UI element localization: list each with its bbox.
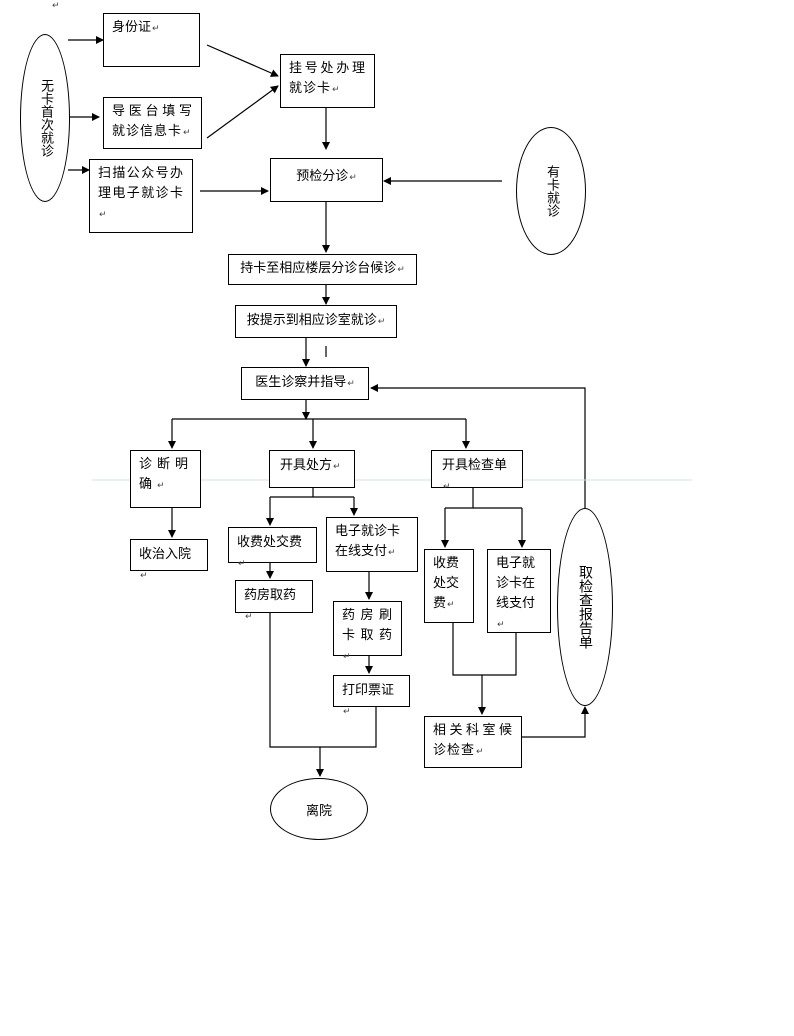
go-room-box[interactable]: 按提示到相应诊室就诊↵ <box>235 305 397 338</box>
pay-online-ex-box[interactable]: 电子就诊卡在线支付 ↵ <box>487 549 551 633</box>
para-mark: ↵ <box>349 173 357 183</box>
admission-box[interactable]: 收治入院 ↵ <box>130 539 208 581</box>
pharmacy-rx-label: 药房取药 <box>244 588 297 603</box>
para-mark: ↵ <box>99 210 108 220</box>
para-mark: ↵ <box>343 707 351 717</box>
prescription-box[interactable]: 开具处方↵ <box>269 450 355 488</box>
para-mark: ↵ <box>397 265 405 275</box>
para-mark: ↵ <box>140 571 148 581</box>
has-card-ellipse[interactable]: 有卡就诊 <box>516 127 586 255</box>
arrow-report-doctor <box>370 384 586 508</box>
pay-cashier-rx-label: 收费处交费 <box>237 535 303 550</box>
top-para-mark: ↵ <box>52 1 60 11</box>
id-card-box[interactable]: 身份证↵ <box>103 13 200 67</box>
register-label: 挂号处办理就诊卡 <box>289 61 366 96</box>
go-floor-label: 持卡至相应楼层分诊台候诊 <box>240 261 397 276</box>
para-mark: ↵ <box>183 128 192 138</box>
para-mark: ↵ <box>157 481 169 491</box>
get-report-label: 取检查报告单 <box>577 565 593 649</box>
pharmacy-card-box[interactable]: 药房刷卡取药 ↵ <box>333 601 402 662</box>
para-mark: ↵ <box>152 24 160 34</box>
prescription-label: 开具处方 <box>280 458 333 473</box>
para-mark: ↵ <box>332 85 341 95</box>
wait-exam-box[interactable]: 相关科室候诊检查↵ <box>424 716 522 768</box>
para-mark: ↵ <box>377 317 386 327</box>
para-mark: ↵ <box>333 462 341 472</box>
arrow-guide-register <box>206 85 279 139</box>
diagnosis-label: 诊断明确 <box>139 457 192 492</box>
go-room-label: 按提示到相应诊室就诊 <box>246 313 377 328</box>
pre-triage-box[interactable]: 预检分诊↵ <box>270 158 383 202</box>
print-receipt-box[interactable]: 打印票证 ↵ <box>333 675 410 717</box>
go-floor-box[interactable]: 持卡至相应楼层分诊台候诊↵ <box>228 254 417 285</box>
para-mark: ↵ <box>347 379 355 389</box>
get-report-ellipse[interactable]: 取检查报告单 <box>557 508 613 706</box>
pay-cashier-rx-box[interactable]: 收费处交费 ↵ <box>228 527 317 569</box>
leave-label: 离院 <box>305 803 332 819</box>
para-mark: ↵ <box>388 548 396 558</box>
guide-desk-box[interactable]: 导医台填写就诊信息卡↵ <box>103 97 202 149</box>
diagnosis-box[interactable]: 诊断明确↵ <box>130 450 201 508</box>
pre-triage-label: 预检分诊 <box>296 169 349 184</box>
para-mark: ↵ <box>476 747 485 757</box>
leave-ellipse[interactable]: 离院 <box>270 778 368 840</box>
pay-online-rx-box[interactable]: 电子就诊卡在线支付↵ <box>326 517 418 572</box>
no-card-ellipse[interactable]: 无卡首次就诊 <box>20 34 70 202</box>
para-mark: ↵ <box>245 612 253 622</box>
pharmacy-card-label: 药房刷卡取药 <box>342 608 393 643</box>
no-card-label: 无卡首次就诊 <box>38 79 53 157</box>
doctor-box[interactable]: 医生诊察并指导↵ <box>241 367 369 400</box>
pay-online-rx-label: 电子就诊卡在线支付 <box>335 524 401 559</box>
pharmacy-rx-box[interactable]: 药房取药 ↵ <box>235 580 313 622</box>
pay-online-ex-label: 电子就诊卡在线支付 <box>496 556 536 611</box>
guide-desk-label: 导医台填写就诊信息卡 <box>112 104 193 139</box>
para-mark: ↵ <box>497 620 505 630</box>
pay-cashier-ex-label: 收费处交费 <box>433 556 460 611</box>
para-mark: ↵ <box>443 482 451 492</box>
exam-order-label: 开具检查单 <box>442 458 508 473</box>
register-box[interactable]: 挂号处办理就诊卡↵ <box>280 54 375 108</box>
doctor-label: 医生诊察并指导 <box>255 375 347 390</box>
arrow-idcard-register <box>206 44 279 77</box>
has-card-label: 有卡就诊 <box>544 165 559 217</box>
para-mark: ↵ <box>238 559 246 569</box>
exam-order-box[interactable]: 开具检查单 ↵ <box>431 450 523 492</box>
id-card-label: 身份证 <box>112 20 152 35</box>
arrow-waitexam-report <box>522 706 589 738</box>
print-receipt-label: 打印票证 <box>342 683 395 698</box>
scan-wechat-label: 扫描公众号办理电子就诊卡 <box>98 166 184 201</box>
para-mark: ↵ <box>447 600 455 610</box>
pay-cashier-ex-box[interactable]: 收费处交费↵ <box>424 549 474 623</box>
scan-wechat-box[interactable]: 扫描公众号办理电子就诊卡 ↵ <box>89 159 193 233</box>
para-mark: ↵ <box>343 652 352 662</box>
wait-exam-label: 相关科室候诊检查 <box>433 723 513 758</box>
admission-label: 收治入院 <box>139 547 192 562</box>
